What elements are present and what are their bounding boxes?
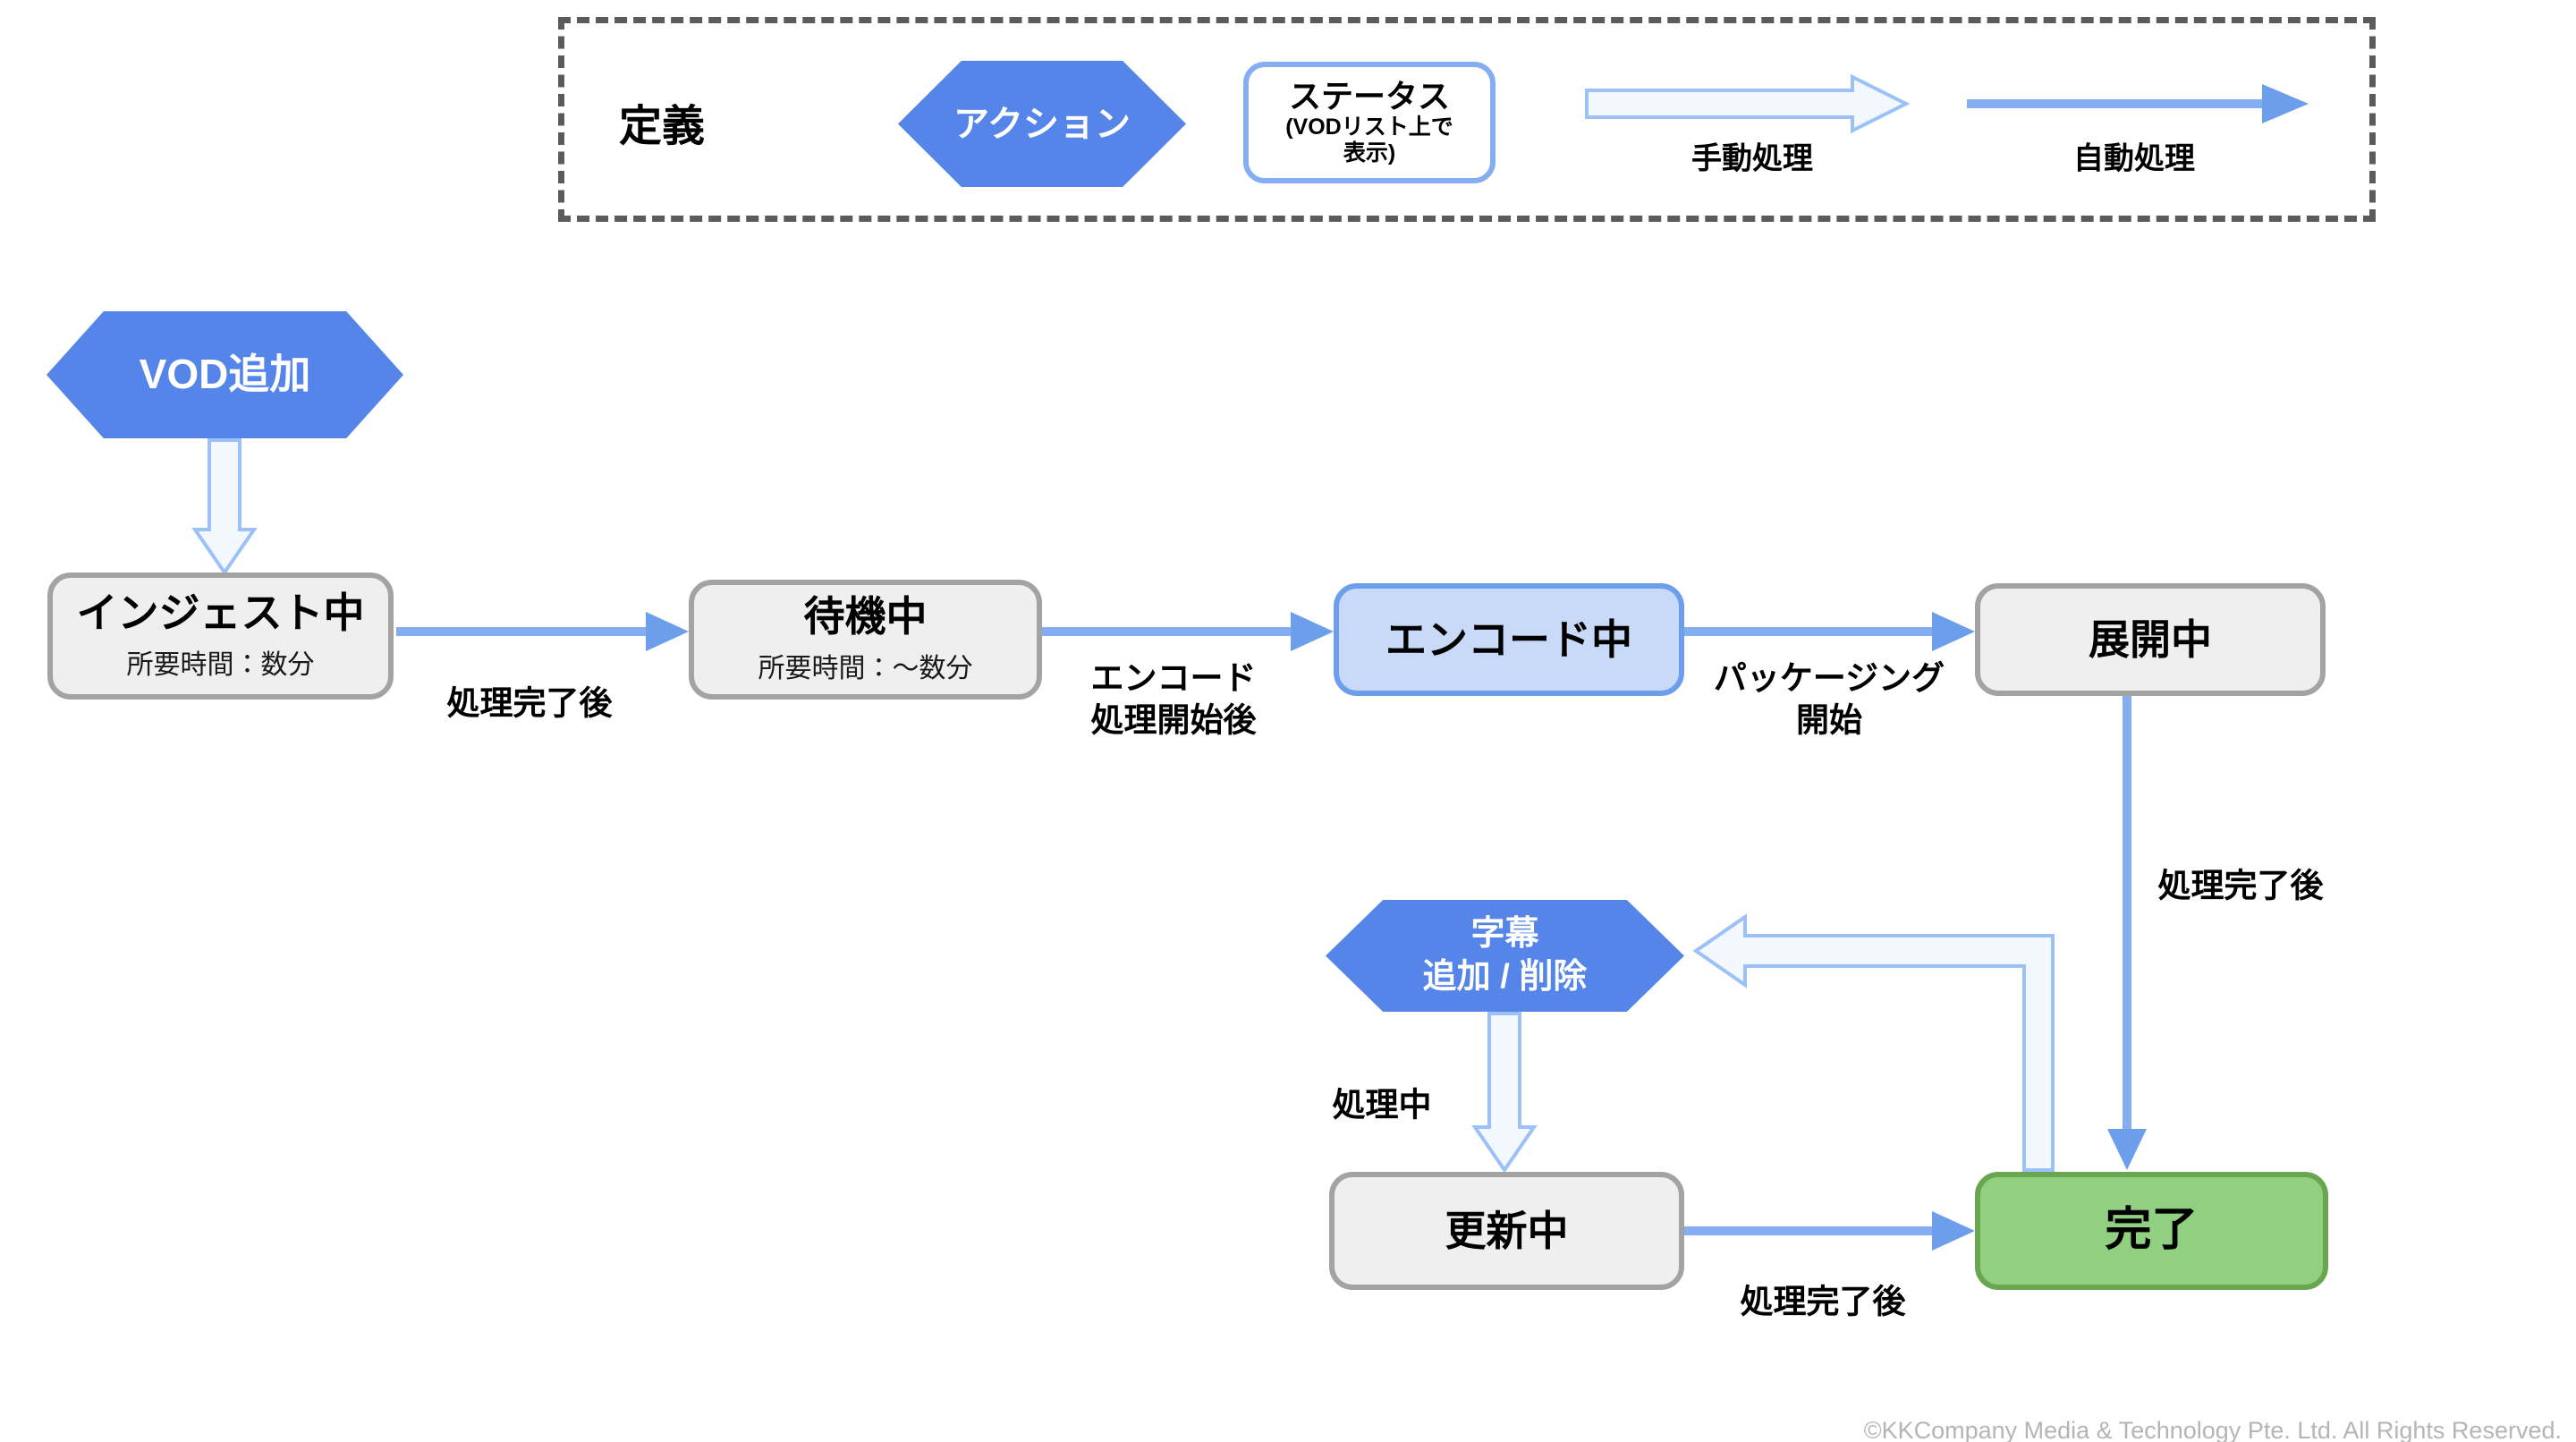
copyright-text: ©KKCompany Media & Technology Pte. Ltd. … [1863,1417,2562,1442]
legend-manual-label: 手動処理 [1691,141,1813,176]
legend-auto-label: 自動処理 [2073,141,2195,176]
legend-status-box: ステータス (VODリスト上で 表示) [1243,62,1496,183]
node-subtitle-action-hexagon: 字幕 追加 / 削除 [1326,900,1684,1012]
edge-label-encode-start-line1: エンコード [1090,659,1257,697]
node-updating-label: 更新中 [1445,1207,1569,1254]
edge-label-after-ingest: 処理完了後 [446,684,613,722]
arrow-subtitle-to-updating [1471,1012,1538,1174]
legend-manual-arrow-icon [1585,73,1911,134]
node-done: 完了 [1975,1172,2328,1290]
node-waiting: 待機中 所要時間：〜数分 [689,580,1042,700]
arrow-waiting-to-encoding-head [1291,612,1334,651]
edge-label-encode-start-line2: 処理開始後 [1090,702,1257,739]
legend-auto-arrow-head-icon [2262,84,2309,123]
arrow-updating-to-done-head [1932,1211,1975,1251]
legend-box: 定義 アクション ステータス (VODリスト上で 表示) 手動処理 自動処理 [558,17,2376,222]
legend-title: 定義 [619,103,706,150]
arrow-encoding-to-deploying-head [1932,612,1975,651]
node-vod-add-hexagon: VOD追加 [47,311,403,438]
node-subtitle-action-line2: 追加 / 削除 [1422,957,1588,996]
edge-label-after-update: 処理完了後 [1740,1283,1906,1320]
node-subtitle-action-line1: 字幕 [1470,915,1539,953]
node-ingesting-label: インジェスト中 [76,589,365,636]
node-ingesting: インジェスト中 所要時間：数分 [47,573,394,700]
node-vod-add-label: VOD追加 [139,351,311,398]
edge-label-packaging-line1: パッケージング [1713,659,1945,697]
node-encoding-label: エンコード中 [1385,615,1632,663]
edge-label-packaging: パッケージング 開始 [1714,657,1945,742]
arrow-deploying-to-done-head [2107,1129,2147,1170]
node-deploying-label: 展開中 [2089,615,2212,663]
arrow-ingesting-to-waiting-head [646,612,689,651]
arrow-done-to-subtitle [1692,913,2055,1172]
legend-action-label: アクション [953,104,1131,144]
node-updating: 更新中 [1329,1172,1684,1290]
node-encoding: エンコード中 [1334,583,1684,696]
node-ingesting-sub: 所要時間：数分 [126,650,315,681]
legend-action-hexagon: アクション [898,61,1186,187]
edge-label-subtitle-processing: 処理中 [1332,1086,1432,1124]
legend-status-sub-line1: (VODリスト上で [1285,115,1453,140]
edge-label-packaging-line2: 開始 [1795,702,1862,739]
node-deploying: 展開中 [1975,583,2326,696]
edge-label-encode-start: エンコード 処理開始後 [1091,657,1257,742]
edge-label-after-deploy: 処理完了後 [2157,867,2324,904]
legend-status-title: ステータス [1288,78,1450,115]
node-waiting-sub: 所要時間：〜数分 [758,654,973,684]
node-waiting-label: 待機中 [803,592,928,640]
legend-status-sub-line2: 表示) [1343,140,1396,165]
arrow-vodadd-to-ingesting [191,438,258,576]
node-done-label: 完了 [2105,1204,2199,1257]
